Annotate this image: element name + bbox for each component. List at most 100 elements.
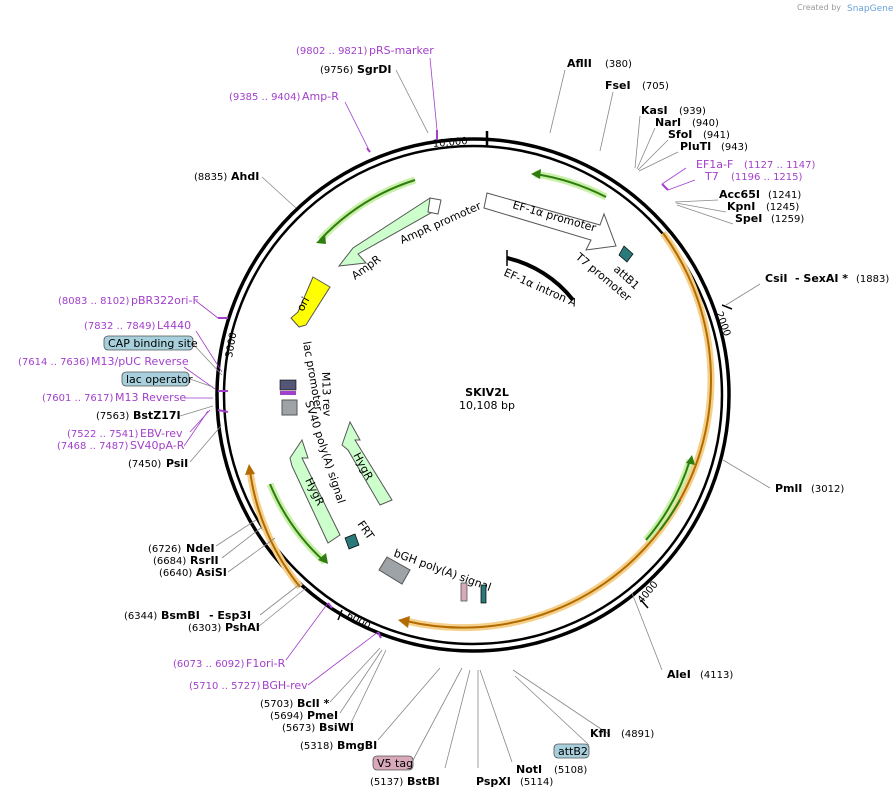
orf-right2-line: [659, 499, 681, 531]
site-ndei-name: NdeI: [186, 542, 215, 555]
site-pmei[interactable]: (5694) PmeI: [270, 709, 338, 722]
primer-amp-r[interactable]: (9385 .. 9404)Amp-R: [229, 90, 339, 103]
site-bcli[interactable]: (5703)BclI *: [260, 697, 330, 710]
primer-mark-3: [661, 183, 669, 191]
v5-tag-feature[interactable]: [460, 582, 468, 602]
primer-bgh-rev[interactable]: (5710 .. 5727)BGH-rev: [189, 679, 308, 692]
site-bstbi[interactable]: (5137)BstBI: [370, 775, 440, 788]
sv40-polya-feature[interactable]: [281, 399, 298, 416]
primer-ef1a-f[interactable]: EF1a-F(1127 .. 1147): [696, 158, 816, 171]
site-bstz17i[interactable]: (7563)BstZ17I: [96, 409, 181, 422]
site-asisi-name: AsiSI: [196, 566, 227, 579]
site-sgrdi[interactable]: (9756)SgrDI: [320, 63, 391, 76]
site-nari-pos: (940): [692, 118, 719, 129]
created-by-label: Created by: [797, 3, 841, 12]
primer-sv40pa-r[interactable]: (7468 .. 7487)SV40pA-R: [57, 439, 185, 452]
attB2-feature[interactable]: [480, 584, 487, 604]
primer-ebv-rev[interactable]: (7522 .. 7541)EBV-rev: [67, 427, 183, 440]
v5-tag-box[interactable]: V5 tag: [372, 755, 414, 771]
site-pshai[interactable]: (6303)PshAI: [188, 621, 260, 634]
tick-10000: 10,000: [432, 136, 468, 150]
ori-feature[interactable]: [290, 276, 331, 328]
orf-left-head: [245, 464, 255, 475]
site-rsrii[interactable]: (6684) RsrII: [153, 554, 219, 567]
frt-feature[interactable]: [344, 533, 360, 550]
primer-m13-puc-reverse[interactable]: (7614 .. 7636)M13/pUC Reverse: [18, 355, 189, 368]
site-fsei[interactable]: FseI(705): [605, 79, 669, 92]
primer-sv40pa-r-name: SV40pA-R: [130, 439, 185, 452]
backbone-inner: [222, 144, 724, 646]
site-alei[interactable]: AleI(4113): [667, 668, 733, 681]
primer-f1ori-r-name: F1ori-R: [246, 657, 286, 670]
primer-ebv-rev-pos: (7522 .. 7541): [67, 429, 139, 440]
site-ndei[interactable]: (6726) NdeI: [148, 542, 215, 555]
lac-operator-label: lac operator: [126, 373, 193, 386]
cap-binding-site-box[interactable]: CAP binding site: [103, 335, 198, 351]
site-pmli[interactable]: PmlI(3012): [775, 482, 844, 495]
m13-rev-feature[interactable]: [280, 391, 296, 395]
ef1a-intron-feature[interactable]: [506, 256, 575, 302]
site-pmei-name: PmeI: [307, 709, 338, 722]
tick-3000: 3000: [224, 332, 239, 359]
site-bsmbi[interactable]: (6344)BsmBI- Esp3I: [124, 609, 251, 622]
v5-tag-bg: [372, 755, 414, 771]
site-nari[interactable]: NarI(940): [655, 116, 719, 129]
site-bstz17i-pos: (7563): [96, 411, 129, 422]
site-kfli[interactable]: KflI(4891): [590, 727, 654, 740]
site-leader-lines: [179, 69, 771, 769]
site-noti[interactable]: NotI(5108): [516, 763, 587, 776]
site-sgrdi-pos: (9756): [320, 65, 353, 76]
site-kpni-name: KpnI: [727, 200, 755, 213]
hygr-feature-2[interactable]: [289, 438, 341, 544]
primer-l4440[interactable]: (7832 .. 7849)L4440: [84, 319, 191, 332]
site-aflii[interactable]: AflII(380): [567, 57, 632, 70]
site-kpni-pos: (1245): [766, 202, 799, 213]
primer-t7-name: T7: [704, 170, 719, 183]
bgh-polya-feature[interactable]: [378, 556, 411, 585]
site-kasi[interactable]: KasI(939): [641, 104, 706, 117]
tick-2000: 2000: [713, 310, 732, 338]
site-rsrii-pos: (6684): [153, 556, 186, 567]
site-pmei-pos: (5694): [270, 711, 303, 722]
primer-prs-marker-name: pRS-marker: [369, 44, 434, 57]
site-psii[interactable]: (7450)PsiI: [128, 457, 188, 470]
site-pspxi[interactable]: PspXI(5114): [476, 775, 553, 788]
primer-f1ori-r[interactable]: (6073 .. 6092)F1ori-R: [173, 657, 286, 670]
orf-hygr-head: [318, 553, 328, 564]
site-sfoi[interactable]: SfoI(941): [668, 128, 730, 141]
primer-ef1a-f-name: EF1a-F: [696, 158, 733, 171]
site-bsiwi[interactable]: (5673)BsiWI: [282, 721, 354, 734]
primer-m13-reverse[interactable]: (7601 .. 7617)M13 Reverse: [42, 391, 186, 404]
site-pluti[interactable]: PluTI(943): [680, 140, 748, 153]
site-kpni[interactable]: KpnI (1245): [727, 200, 799, 213]
site-asisi[interactable]: (6640)AsiSI: [159, 566, 227, 579]
site-bsmbi-name: BsmBI: [161, 609, 200, 622]
hygr-feature-1[interactable]: [341, 420, 393, 506]
primer-prs-marker[interactable]: (9802 .. 9821)pRS-marker: [296, 44, 434, 57]
site-bstbi-name: BstBI: [407, 775, 440, 788]
primer-pbr322ori-f[interactable]: (8083 .. 8102)pBR322ori-F: [58, 294, 199, 307]
site-kasi-name: KasI: [641, 104, 668, 117]
tick-6000: 6000: [345, 610, 373, 632]
attB1-feature[interactable]: [618, 245, 634, 263]
site-alei-name: AleI: [667, 668, 691, 681]
site-ahdi[interactable]: (8835)AhdI: [194, 170, 259, 183]
lac-promoter-feature[interactable]: [279, 379, 297, 391]
primer-l4440-name: L4440: [157, 319, 191, 332]
site-spei[interactable]: SpeI(1259): [735, 212, 804, 225]
site-spei-name: SpeI: [735, 212, 762, 225]
site-bmgbi[interactable]: (5318)BmgBI: [300, 739, 377, 752]
hygr-label-1: HygR: [350, 450, 375, 482]
site-bsmbi-pos: (6344): [124, 611, 157, 622]
plasmid-size: 10,108 bp: [459, 399, 515, 412]
ef1a-promoter-feature[interactable]: [483, 192, 617, 251]
ampr-promoter-feature[interactable]: [427, 197, 442, 215]
primer-t7[interactable]: T7(1196 .. 1215): [704, 170, 803, 183]
site-psii-pos: (7450): [128, 459, 161, 470]
lac-operator-box[interactable]: lac operator: [121, 371, 193, 387]
site-ndei-pos: (6726): [148, 544, 181, 555]
site-acc65i[interactable]: Acc65I(1241): [719, 188, 801, 201]
attB2-box[interactable]: attB2: [553, 743, 590, 759]
site-csii[interactable]: CsiI- SexAI *(1883): [765, 272, 889, 285]
site-rsrii-name: RsrII: [190, 554, 219, 567]
